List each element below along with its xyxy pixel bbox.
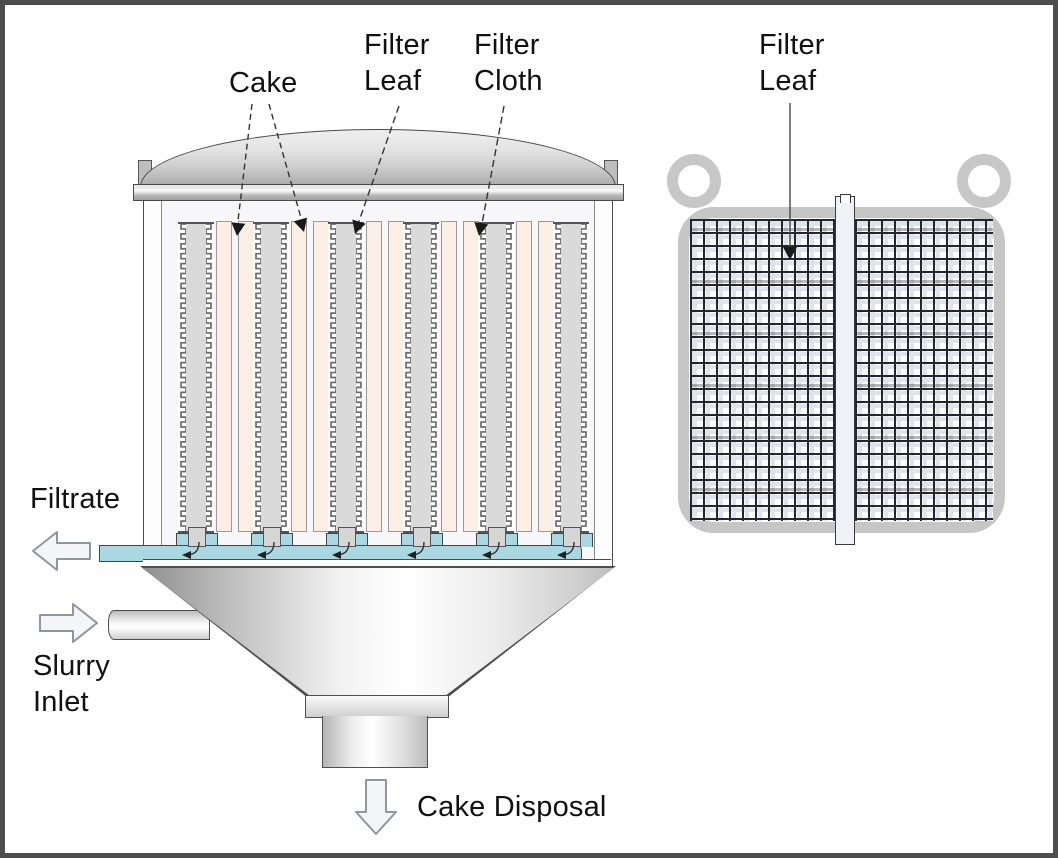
leaf-core xyxy=(261,224,281,531)
cake-layer xyxy=(366,221,382,532)
cake-layer xyxy=(216,221,232,532)
filter-cloth-icon xyxy=(555,224,561,531)
cake-layer xyxy=(238,221,254,532)
slurry-inlet-pipe xyxy=(108,610,210,640)
cake-layer xyxy=(516,221,532,532)
filter-cloth-icon xyxy=(206,224,212,531)
leaf-mesh-left xyxy=(690,219,835,521)
cake-outlet-pipe xyxy=(322,716,428,768)
leaf-core xyxy=(411,224,431,531)
leaf-stub xyxy=(413,527,431,547)
leaf-core xyxy=(486,224,506,531)
filter-leaf-assembly xyxy=(328,222,364,533)
filter-cloth-icon xyxy=(506,224,512,531)
leaf-core xyxy=(336,224,356,531)
filter-cloth-icon xyxy=(581,224,587,531)
detail-filter-leaf-label-line1: Filter xyxy=(759,29,825,61)
leaf-stub xyxy=(488,527,506,547)
tank-domed-lid xyxy=(140,129,616,187)
slurry-inlet-arrow-icon xyxy=(39,603,98,643)
cake-disposal-arrow-icon xyxy=(355,779,397,835)
cone-hopper xyxy=(142,568,614,696)
cake-layer xyxy=(463,221,479,532)
filter-leaf-label: Filter Leaf xyxy=(364,27,430,99)
filter-cloth-icon xyxy=(405,224,411,531)
filter-leaf-assembly xyxy=(178,222,214,533)
filter-cloth-label-line2: Cloth xyxy=(474,65,543,97)
leaf-mesh-right xyxy=(855,219,993,521)
filter-cloth-label-line1: Filter xyxy=(474,29,540,61)
filtrate-arrow-icon xyxy=(32,531,91,571)
lifting-ring-left-icon xyxy=(667,154,721,208)
filter-cloth-icon xyxy=(255,224,261,531)
leaf-core xyxy=(561,224,581,531)
cake-layer xyxy=(291,221,307,532)
filtrate-label: Filtrate xyxy=(30,483,121,515)
leaf-stub xyxy=(263,527,281,547)
hopper-flange xyxy=(305,695,449,718)
cake-layer xyxy=(538,221,554,532)
leaf-stub xyxy=(338,527,356,547)
tank-left-wall xyxy=(143,199,162,567)
cake-label: Cake xyxy=(229,67,298,99)
leaf-center-bar xyxy=(835,196,855,545)
cake-layer xyxy=(441,221,457,532)
filter-cloth-icon xyxy=(356,224,362,531)
cake-disposal-label: Cake Disposal xyxy=(417,791,607,823)
lifting-ring-right-icon xyxy=(957,154,1011,208)
slurry-inlet-label: Slurry Inlet xyxy=(33,648,110,720)
center-bar-notch xyxy=(840,194,851,203)
filter-leaf-assembly xyxy=(403,222,439,533)
filter-cloth-icon xyxy=(431,224,437,531)
detail-filter-leaf-label-line2: Leaf xyxy=(759,65,817,97)
filter-cloth-icon xyxy=(480,224,486,531)
filter-cloth-icon xyxy=(180,224,186,531)
filter-leaf-assembly xyxy=(478,222,514,533)
filter-cloth-icon xyxy=(330,224,336,531)
detail-filter-leaf-label: Filter Leaf xyxy=(759,27,825,99)
tank-lid-rim xyxy=(133,184,624,201)
tank-right-wall xyxy=(594,199,613,567)
leaf-core xyxy=(186,224,206,531)
filter-cloth-label: Filter Cloth xyxy=(474,27,543,99)
filter-cloth-icon xyxy=(281,224,287,531)
filter-leaf-label-line1: Filter xyxy=(364,29,430,61)
filter-leaf-label-line2: Leaf xyxy=(364,65,422,97)
slurry-inlet-label-line1: Slurry xyxy=(33,650,110,682)
filter-leaf-assembly xyxy=(253,222,289,533)
slurry-inlet-label-line2: Inlet xyxy=(33,686,89,718)
filter-leaf-assembly xyxy=(553,222,589,533)
leaf-stub xyxy=(188,527,206,547)
leaf-stub xyxy=(563,527,581,547)
cake-layer xyxy=(313,221,329,532)
cake-layer xyxy=(388,221,404,532)
